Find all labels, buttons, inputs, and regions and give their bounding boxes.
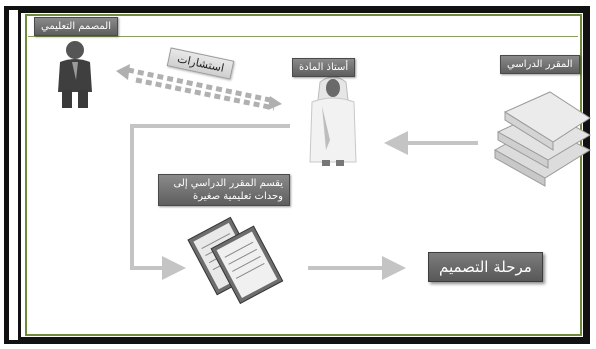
slide-border	[25, 14, 582, 336]
teacher-label: أستاذ المادة	[292, 58, 356, 77]
books-stack-icon	[493, 91, 592, 187]
designer-label: المصمم التعليمي	[34, 17, 119, 36]
businessman-icon	[58, 41, 92, 108]
arab-teacher-icon	[309, 76, 357, 166]
consultation-arrowhead-right	[268, 96, 282, 110]
arrow-teacher-to-units	[130, 124, 290, 280]
outer-frame	[4, 6, 590, 344]
header-line	[28, 36, 578, 37]
documents-stack-icon	[187, 216, 284, 305]
consultation-line-a	[127, 67, 271, 103]
consultation-line-b	[135, 77, 275, 111]
division-label: يقسم المقرر الدراسي إلى وحدات تعليمية صغ…	[158, 174, 290, 206]
design-phase-label: مرحلة التصميم	[428, 252, 543, 282]
course-label: المقرر الدراسي	[500, 55, 580, 74]
consultation-arrowhead-left	[116, 64, 130, 80]
